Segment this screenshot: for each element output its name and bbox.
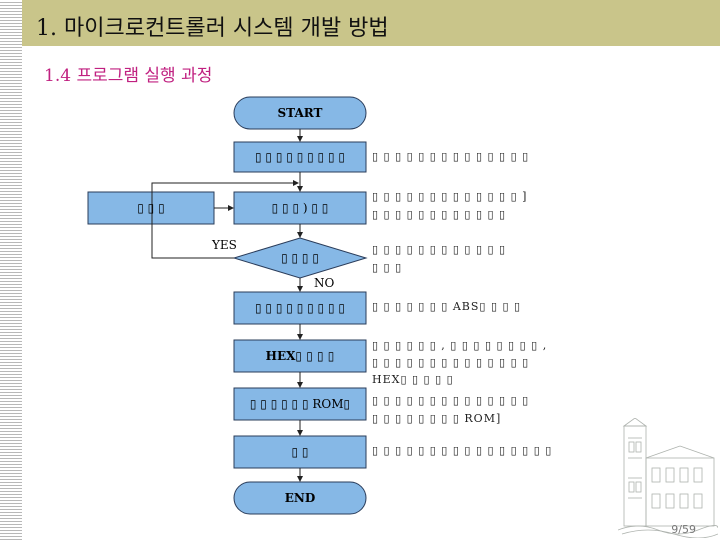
note-line: ▯ ▯ ▯ ▯ ▯ ▯ ▯ ▯ ▯ ▯ ▯ ▯ ▯ ▯ ▯ ▯: [372, 444, 553, 457]
note-5: ▯ ▯ ▯ ▯ ▯ ▯ , ▯ ▯ ▯ ▯ ▯ ▯ ▯ ▯ , ▯ ▯ ▯ ▯ …: [372, 337, 547, 388]
note-3: ▯ ▯ ▯ ▯ ▯ ▯ ▯ ▯ ▯ ▯ ▯ ▯ ▯ ▯ ▯: [372, 241, 506, 277]
step-box-4: [233, 291, 367, 325]
building-sketch-decoration: [618, 418, 718, 538]
note-line: ▯ ▯ ▯ ▯ ▯ ▯ ▯ ▯ ROM]: [372, 412, 502, 425]
note-2: ▯ ▯ ▯ ▯ ▯ ▯ ▯ ▯ ▯ ▯ ▯ ▯ ▯ ] ▯ ▯ ▯ ▯ ▯ ▯ …: [372, 188, 527, 224]
end-terminal: [233, 481, 367, 515]
start-label: START: [277, 106, 323, 120]
step-5-label: HEX▯ ▯ ▯ ▯: [265, 349, 335, 363]
note-line: ▯ ▯ ▯ ▯ ▯ ▯ ▯ ▯ ▯ ▯ ▯ ▯: [372, 243, 507, 256]
note-line: ▯ ▯ ▯ ▯ ▯ ▯ ▯ ▯ ▯ ▯ ▯ ▯ ▯ ▯: [372, 356, 530, 369]
step-1-label: ▯ ▯ ▯ ▯ ▯ ▯ ▯ ▯ ▯: [255, 150, 345, 164]
slide-title: 1. 마이크로컨트롤러 시스템 개발 방법: [36, 16, 389, 41]
note-line: ▯ ▯ ▯ ▯ ▯ ▯ ▯ ▯ ▯ ▯ ▯ ▯ ▯ ▯: [372, 150, 530, 163]
note-line: ▯ ▯ ▯ ▯ ▯ ▯ ▯ ▯ ▯ ▯ ▯ ▯: [372, 208, 507, 221]
side-box-label: ▯ ▯ ▯: [137, 201, 165, 215]
note-7: ▯ ▯ ▯ ▯ ▯ ▯ ▯ ▯ ▯ ▯ ▯ ▯ ▯ ▯ ▯ ▯: [372, 444, 552, 457]
note-line: ▯ ▯ ▯ ▯ ▯ ▯ ▯ ▯ ▯ ▯ ▯ ▯ ▯ ]: [372, 190, 528, 203]
end-label: END: [284, 491, 316, 505]
page-number: 9/59: [671, 523, 696, 536]
note-line: ▯ ▯ ▯: [372, 261, 403, 274]
step-box-2: [233, 191, 367, 225]
left-stripe-decoration: [0, 0, 22, 540]
slide-subtitle: 1.4 프로그램 실행 과정: [44, 66, 213, 86]
step-6-label: ▯ ▯ ▯ ▯ ▯ ▯ ROM▯: [249, 397, 351, 411]
step-2-label: ▯ ▯ ▯ ) ▯ ▯: [271, 201, 329, 215]
note-4: ▯ ▯ ▯ ▯ ▯ ▯ ▯ ABS▯ ▯ ▯ ▯: [372, 300, 521, 313]
step-4-label: ▯ ▯ ▯ ▯ ▯ ▯ ▯ ▯ ▯: [255, 301, 345, 315]
note-line: HEX▯ ▯ ▯ ▯ ▯: [372, 373, 454, 386]
note-1: ▯ ▯ ▯ ▯ ▯ ▯ ▯ ▯ ▯ ▯ ▯ ▯ ▯ ▯: [372, 150, 529, 163]
no-label: NO: [314, 276, 335, 290]
step-7-label: ▯ ▯: [291, 445, 309, 459]
decision-label: ▯ ▯ ▯ ▯: [281, 251, 319, 265]
title-bar: [22, 0, 720, 46]
note-6: ▯ ▯ ▯ ▯ ▯ ▯ ▯ ▯ ▯ ▯ ▯ ▯ ▯ ▯ ▯ ▯ ▯ ▯ ▯ ▯ …: [372, 392, 529, 428]
note-line: ▯ ▯ ▯ ▯ ▯ ▯ ▯ ▯ ▯ ▯ ▯ ▯ ▯ ▯: [372, 394, 530, 407]
note-line: ▯ ▯ ▯ ▯ ▯ ▯ ▯ ABS▯ ▯ ▯ ▯: [372, 300, 522, 313]
yes-label: YES: [212, 238, 237, 252]
note-line: ▯ ▯ ▯ ▯ ▯ ▯ , ▯ ▯ ▯ ▯ ▯ ▯ ▯ ▯ ,: [372, 339, 548, 352]
